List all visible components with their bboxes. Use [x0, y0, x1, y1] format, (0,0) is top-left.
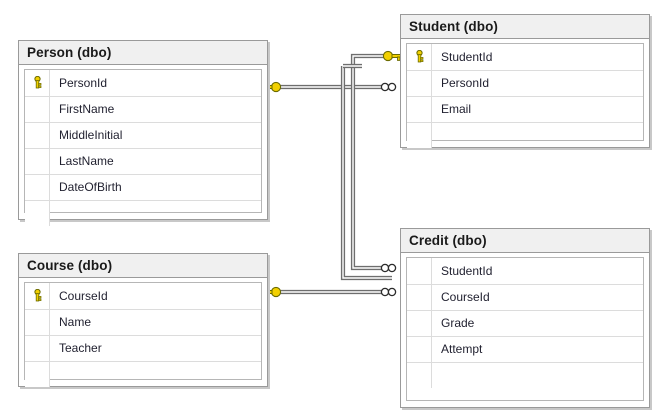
empty-cell — [432, 362, 644, 388]
column-name: LastName — [49, 148, 261, 175]
empty-row[interactable] — [407, 362, 643, 388]
entity-course-header: Course (dbo) — [19, 254, 267, 278]
entity-person[interactable]: Person (dbo) Perso — [18, 40, 268, 226]
key-cell-empty — [407, 310, 432, 337]
entity-course[interactable]: Course (dbo) Cours — [18, 253, 268, 387]
column-row[interactable]: Attempt — [407, 336, 643, 363]
key-cell-empty — [25, 309, 50, 336]
entity-student-header: Student (dbo) — [401, 15, 649, 39]
relationship-person-student[interactable] — [262, 81, 397, 93]
relationship-course-credit[interactable] — [262, 286, 397, 298]
empty-cell — [50, 200, 262, 226]
key-cell-empty — [25, 174, 50, 201]
column-row[interactable]: Teacher — [25, 335, 261, 362]
primary-key-cell — [25, 70, 50, 97]
primary-key-icon — [32, 288, 43, 302]
column-row[interactable]: FirstName — [25, 96, 261, 123]
primary-key-icon — [32, 75, 43, 89]
key-cell-empty — [407, 362, 432, 388]
entity-course-columns: CourseId Name Teacher — [24, 282, 262, 387]
column-row[interactable]: Email — [407, 96, 643, 123]
entity-course-title: Course (dbo) — [27, 258, 113, 273]
empty-cell — [432, 122, 644, 148]
key-cell-empty — [25, 122, 50, 149]
key-cell-empty — [25, 361, 50, 387]
connector-routing-stub — [340, 63, 392, 281]
column-name: Attempt — [431, 336, 643, 363]
key-cell-empty — [25, 148, 50, 175]
relationship-student-credit[interactable] — [350, 50, 402, 273]
primary-key-cell — [407, 44, 432, 71]
column-row[interactable]: StudentId — [407, 44, 643, 71]
column-name: Email — [431, 96, 643, 123]
column-row[interactable]: CourseId — [25, 283, 261, 310]
entity-credit-header: Credit (dbo) — [401, 229, 649, 253]
key-cell-empty — [407, 70, 432, 97]
key-cell-empty — [407, 336, 432, 363]
column-row[interactable]: PersonId — [407, 70, 643, 97]
empty-row[interactable] — [25, 200, 261, 226]
column-row[interactable]: MiddleInitial — [25, 122, 261, 149]
key-cell-empty — [407, 122, 432, 148]
column-name: Grade — [431, 310, 643, 337]
column-row[interactable]: Name — [25, 309, 261, 336]
entity-student[interactable]: Student (dbo) Stud — [400, 14, 650, 148]
column-row[interactable]: Grade — [407, 310, 643, 337]
entity-student-columns: StudentId PersonId Email — [406, 43, 644, 148]
column-name: MiddleInitial — [49, 122, 261, 149]
entity-person-columns: PersonId FirstName MiddleInitial LastNam… — [24, 69, 262, 226]
column-row[interactable]: StudentId — [407, 258, 643, 285]
key-cell-empty — [407, 258, 432, 285]
entity-student-title: Student (dbo) — [409, 19, 499, 34]
primary-key-icon — [414, 49, 425, 63]
column-name: Name — [49, 309, 261, 336]
column-name: Teacher — [49, 335, 261, 362]
column-name: DateOfBirth — [49, 174, 261, 201]
entity-person-header: Person (dbo) — [19, 41, 267, 65]
key-cell-empty — [25, 335, 50, 362]
empty-cell — [50, 361, 262, 387]
column-row[interactable]: DateOfBirth — [25, 174, 261, 201]
column-name: CourseId — [431, 284, 643, 311]
entity-credit[interactable]: Credit (dbo) StudentId CourseId Grade — [400, 228, 650, 408]
key-cell-empty — [25, 200, 50, 226]
empty-row[interactable] — [25, 361, 261, 387]
key-cell-empty — [407, 284, 432, 311]
empty-row[interactable] — [407, 122, 643, 148]
column-name: StudentId — [431, 44, 643, 71]
key-cell-empty — [407, 96, 432, 123]
entity-credit-title: Credit (dbo) — [409, 233, 487, 248]
column-name: CourseId — [49, 283, 261, 310]
column-row[interactable]: LastName — [25, 148, 261, 175]
entity-credit-columns: StudentId CourseId Grade Attempt — [406, 257, 644, 401]
column-name: StudentId — [431, 258, 643, 285]
column-row[interactable]: PersonId — [25, 70, 261, 97]
key-cell-empty — [25, 96, 50, 123]
primary-key-cell — [25, 283, 50, 310]
column-name: PersonId — [49, 70, 261, 97]
entity-person-title: Person (dbo) — [27, 45, 112, 60]
column-row[interactable]: CourseId — [407, 284, 643, 311]
column-name: PersonId — [431, 70, 643, 97]
column-name: FirstName — [49, 96, 261, 123]
